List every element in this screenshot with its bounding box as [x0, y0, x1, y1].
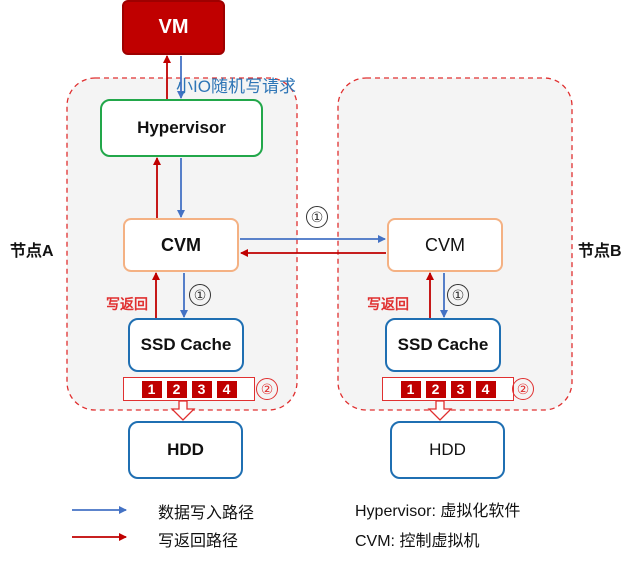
ssd-cache-a-box: SSD Cache — [128, 318, 244, 372]
ssd-cache-b-label: SSD Cache — [397, 335, 489, 354]
request-label: 小IO随机写请求 — [176, 77, 296, 96]
io-block: 2 — [425, 380, 446, 398]
vm-label: VM — [158, 16, 189, 38]
node-a-label: 节点A — [10, 243, 54, 260]
ssd-cache-a-label: SSD Cache — [140, 335, 232, 354]
cvm-b-label: CVM — [425, 234, 465, 255]
legend-writeback-path-label: 写返回路径 — [158, 533, 239, 550]
writeback-label-b: 写返回 — [367, 296, 409, 312]
ssd-cache-b-box: SSD Cache — [385, 318, 501, 372]
replication-step-marker: ① — [306, 206, 328, 228]
step2-marker-a: ② — [256, 378, 278, 400]
step1-marker-a: ① — [189, 284, 211, 306]
io-blocks-a: 1 2 3 4 — [123, 377, 255, 401]
cvm-a-box: CVM — [123, 218, 239, 272]
io-block: 1 — [141, 380, 162, 398]
hdd-b-box: HDD — [390, 421, 505, 479]
io-block: 4 — [216, 380, 237, 398]
legend-write-path-label: 数据写入路径 — [158, 505, 255, 522]
node-b-label: 节点B — [578, 243, 622, 260]
step1-marker-b: ① — [447, 284, 469, 306]
io-block: 3 — [450, 380, 471, 398]
hypervisor-box: Hypervisor — [100, 99, 263, 157]
writeback-label-a: 写返回 — [106, 296, 148, 312]
flush-arrow-a — [170, 400, 196, 421]
hdd-a-label: HDD — [167, 440, 204, 459]
hdd-b-label: HDD — [429, 440, 466, 459]
flush-arrow-b — [427, 400, 453, 421]
vm-box: VM — [122, 0, 225, 55]
cvm-a-label: CVM — [161, 234, 201, 255]
io-blocks-b: 1 2 3 4 — [382, 377, 514, 401]
io-block: 3 — [191, 380, 212, 398]
hdd-a-box: HDD — [128, 421, 243, 479]
io-block: 4 — [475, 380, 496, 398]
legend-cvm-definition: CVM: 控制虚拟机 — [355, 533, 480, 550]
cvm-b-box: CVM — [387, 218, 503, 272]
step2-marker-b: ② — [512, 378, 534, 400]
hypervisor-label: Hypervisor — [137, 118, 226, 137]
io-block: 2 — [166, 380, 187, 398]
io-block: 1 — [400, 380, 421, 398]
legend-hypervisor-definition: Hypervisor: 虚拟化软件 — [355, 503, 521, 520]
